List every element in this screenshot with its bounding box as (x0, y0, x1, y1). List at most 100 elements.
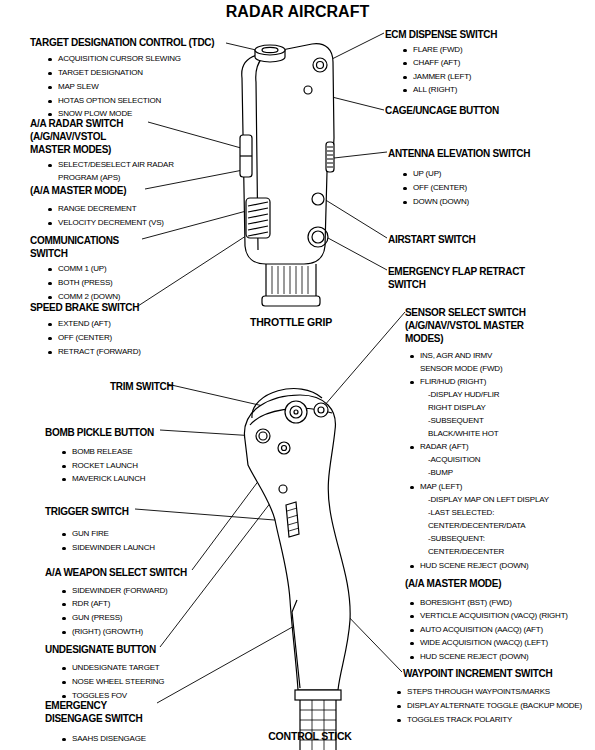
callout-item: FLIR/HUD (RIGHT) (420, 376, 486, 389)
bullet-dot (410, 615, 414, 619)
leader-line (342, 610, 402, 672)
callout-item: OFF (CENTER) (413, 182, 467, 195)
bullet-dot (62, 451, 66, 455)
callout-item: BOTH (PRESS) (58, 277, 113, 290)
callout-heading: TRIM SWITCH (110, 380, 173, 393)
bullet-dot (62, 681, 66, 685)
leader-line (324, 199, 387, 238)
control-stick (244, 389, 350, 750)
bullet-dot (48, 351, 52, 355)
callout-item: HUD SCENE REJECT (DOWN) (420, 560, 529, 573)
throttle-body (242, 44, 334, 264)
flap-button (312, 231, 324, 243)
airstart-button (312, 193, 324, 205)
trim-hat (294, 410, 298, 414)
leader-line (138, 232, 252, 306)
callout-item: (RIGHT) (GROWTH) (72, 626, 143, 639)
callout-item: AUTO ACQUISITION (AACQ) (AFT) (420, 624, 543, 637)
callout-item: STEPS THROUGH WAYPOINTS/MARKS (407, 686, 550, 699)
callout-heading: CAGE/UNCAGE BUTTON (385, 104, 499, 117)
callout-item: NOSE WHEEL STEERING (72, 676, 164, 689)
callout-subitem: -DISPLAY MAP ON LEFT DISPLAY (428, 494, 593, 507)
callout-heading: AIRSTART SWITCH (388, 233, 476, 246)
callout-heading: ANTENNA ELEVATION SWITCH (388, 147, 530, 160)
bullet-dot (410, 656, 414, 660)
callout-item: GUN (PRESS) (72, 612, 122, 625)
callout-item: SELECT/DESELECT AIR RADAR PROGRAM (APS) (58, 159, 208, 184)
leader-line (148, 122, 241, 148)
stick-grip (244, 395, 350, 690)
callout-item: BOMB RELEASE (72, 446, 132, 459)
bullet-dot (48, 100, 52, 104)
callout-subitem: -SUBSEQUENT: CENTER/DECENTER (428, 533, 528, 558)
leader-line (145, 170, 243, 189)
callout-item: CHAFF (AFT) (413, 57, 460, 70)
callout-item: WIDE ACQUISITION (WACQ) (LEFT) (420, 637, 548, 650)
callout-subitem: -LAST SELECTED: CENTER/DECENTER/DATA (428, 507, 543, 532)
throttle-grip (240, 44, 334, 306)
throttle-neck (272, 266, 308, 294)
callout-heading: A/A WEAPON SELECT SWITCH (45, 566, 187, 579)
bullet-dot (48, 72, 52, 76)
callout-item: ACQUISITION CURSOR SLEWING (58, 53, 181, 66)
callout-heading: SENSOR SELECT SWITCH (A/G/NAV/VSTOL MAST… (405, 306, 555, 345)
radar-rocker (240, 135, 252, 177)
tdc-cylinder (262, 47, 278, 52)
trigger (286, 502, 299, 537)
callout-item: TARGET DESIGNATION (58, 67, 143, 80)
callout-item: GUN FIRE (72, 528, 109, 541)
callout-heading: ECM DISPENSE SWITCH (385, 28, 497, 41)
callout-heading: (A/A MASTER MODE) (30, 184, 126, 197)
callout-item: COMM 1 (UP) (58, 263, 106, 276)
callout-item: INS, AGR AND IRMV SENSOR MODE (FWD) (420, 350, 520, 375)
callout-subitem: -ACQUISITION (428, 454, 480, 467)
leader-line (160, 430, 256, 436)
pickle-button (256, 429, 270, 443)
callout-subitem: -DISPLAY HUD/FLIR RIGHT DISPLAY (428, 389, 523, 414)
bullet-dot (48, 296, 52, 300)
callout-heading: EMERGENCY FLAP RETRACT SWITCH (388, 265, 548, 291)
callout-item: UP (UP) (413, 168, 441, 181)
bullet-dot (48, 222, 52, 226)
callout-heading: TARGET DESIGNATION CONTROL (TDC) (30, 36, 214, 49)
bullet-dot (62, 667, 66, 671)
bullet-dot (48, 86, 52, 90)
part-caption: CONTROL STICK (230, 730, 390, 743)
callout-item: RDR (AFT) (72, 598, 110, 611)
sensor-select (314, 403, 328, 417)
bullet-dot (62, 478, 66, 482)
bullet-dot (62, 603, 66, 607)
bullet-dot (410, 642, 414, 646)
bullet-dot (410, 629, 414, 633)
callout-item: SAAHS DISENGAGE (72, 733, 146, 746)
tdc-cylinder (255, 45, 285, 55)
callout-item: VERTICLE ACQUISITION (VACQ) (RIGHT) (420, 610, 568, 623)
bullet-dot (48, 282, 52, 286)
bullet-dot (48, 164, 52, 168)
bullet-dot (403, 49, 407, 53)
bullet-dot (62, 547, 66, 551)
callout-item: COMM 2 (DOWN) (58, 291, 120, 304)
bullet-dot (62, 617, 66, 621)
callout-heading: TRIGGER SWITCH (45, 505, 129, 518)
bullet-dot (48, 208, 52, 212)
callout-item: RANGE DECREMENT (58, 203, 136, 216)
weapon-select (282, 446, 287, 451)
bullet-dot (410, 602, 414, 606)
callout-item: SIDEWINDER LAUNCH (72, 542, 155, 555)
callout-heading: EMERGENCY DISENGAGE SWITCH (45, 699, 155, 725)
callout-item: RETRACT (FORWARD) (58, 346, 141, 359)
bullet-dot (403, 62, 407, 66)
leader-line (226, 43, 256, 50)
callout-item: DOWN (DOWN) (413, 196, 469, 209)
bullet-dot (48, 337, 52, 341)
callout-item: HOTAS OPTION SELECTION (58, 95, 161, 108)
callout-heading: SPEED BRAKE SWITCH (30, 301, 139, 314)
sensor-select (318, 407, 324, 413)
callout-item: MAVERICK LAUNCH (72, 473, 145, 486)
bullet-dot (403, 89, 407, 93)
bullet-dot (48, 323, 52, 327)
antenna-wheel (327, 147, 333, 167)
callout-heading: COMMUNICATIONS SWITCH (30, 234, 140, 260)
